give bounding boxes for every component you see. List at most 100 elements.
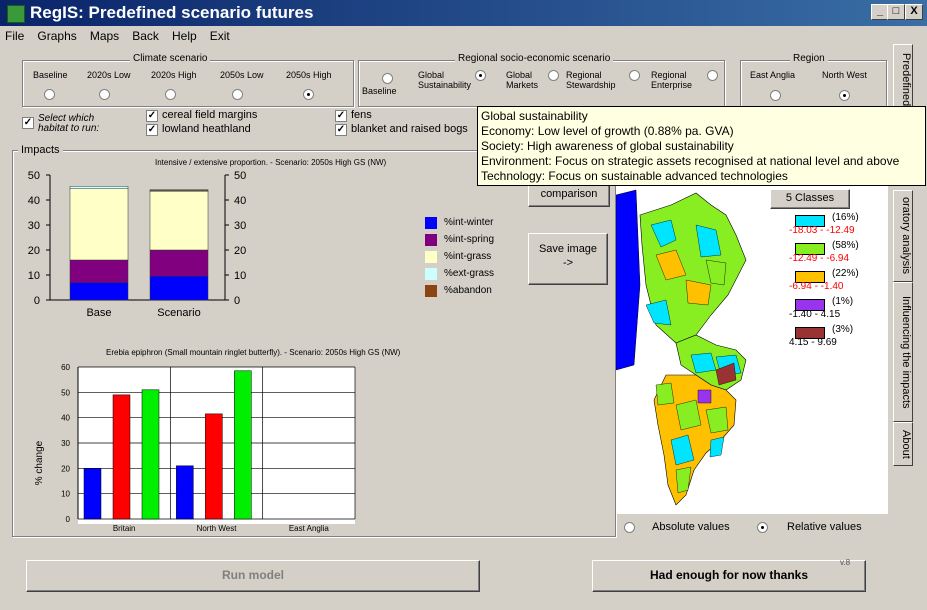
map-legend-swatch <box>795 299 825 311</box>
run-model-button[interactable]: Run model <box>26 560 480 592</box>
stacked-ytick-label-left: 40 <box>28 195 40 207</box>
stacked-chart-title: Intensive / extensive proportion. - Scen… <box>155 158 387 167</box>
stacked-ytick-label-left: 30 <box>28 220 40 232</box>
region-title: Region <box>790 53 828 64</box>
menu-maps[interactable]: Maps <box>89 29 120 43</box>
tab-exploratory-analysis[interactable]: oratory analysis <box>893 190 913 282</box>
app-icon <box>7 5 25 23</box>
region-group <box>740 60 887 107</box>
five-classes-button[interactable]: 5 Classes <box>770 189 850 209</box>
climate-2020s-low-radio[interactable] <box>99 89 110 100</box>
menu-back[interactable]: Back <box>132 29 159 43</box>
climate-2050s-low-label: 2050s Low <box>220 70 264 80</box>
menu-exit[interactable]: Exit <box>209 29 230 43</box>
fens-checkbox[interactable]: ✓ <box>335 110 347 122</box>
butterfly-ytick-label: 50 <box>61 388 70 397</box>
stacked-bar-segment <box>149 189 209 191</box>
climate-scenario-group <box>22 60 354 107</box>
climate-baseline-radio[interactable] <box>44 89 55 100</box>
socio-regional-enterprise-radio[interactable] <box>707 70 718 81</box>
tab-influencing-the-impacts[interactable]: Influencing the impacts <box>893 282 913 422</box>
stacked-bar-segment <box>69 186 129 189</box>
tab-predefined[interactable]: Predefined <box>893 44 913 116</box>
stacked-ytick-label-right: 50 <box>234 170 246 182</box>
map-legend-percent: (16%) <box>832 212 859 223</box>
impacts-group <box>12 150 616 537</box>
relative-values-radio[interactable] <box>757 522 768 533</box>
legend-label: %int-grass <box>444 251 492 262</box>
stacked-bar-segment <box>149 191 209 251</box>
butterfly-bar <box>83 468 102 520</box>
cereal-field-margins-checkbox[interactable]: ✓ <box>146 110 158 122</box>
save-image-button[interactable]: Save image -> <box>528 233 608 285</box>
climate-2050s-high-radio[interactable] <box>303 89 314 100</box>
region-east-anglia-radio[interactable] <box>770 90 781 101</box>
stacked-ytick-label-left: 10 <box>28 270 40 282</box>
butterfly-bar <box>176 465 194 520</box>
climate-2050s-high-label: 2050s High <box>286 70 332 80</box>
map-legend-percent: (22%) <box>832 268 859 279</box>
legend-label: %ext-grass <box>444 268 495 279</box>
impacts-title: Impacts <box>18 144 63 156</box>
menu-help[interactable]: Help <box>171 29 197 43</box>
had-enough-button[interactable]: Had enough for now thanks <box>592 560 866 592</box>
map-legend-range: -6.94 - -1.40 <box>789 281 844 292</box>
menu-file[interactable]: File <box>5 29 25 43</box>
socio-baseline-radio[interactable] <box>382 73 393 84</box>
map-legend-range: -12.49 - -6.94 <box>789 253 850 264</box>
window-title: RegIS: Predefined scenario futures <box>30 3 314 22</box>
stacked-bar-segment <box>149 249 209 277</box>
socio-regional-stewardship-label: Regional Stewardship <box>566 70 616 90</box>
butterfly-ytick-label: 30 <box>61 439 70 448</box>
socio-global-markets-radio[interactable] <box>548 70 559 81</box>
map-legend-percent: (58%) <box>832 240 859 251</box>
save-image-label: Save image <box>538 243 598 255</box>
blanket-bogs-checkbox[interactable]: ✓ <box>335 124 347 136</box>
map-legend-swatch <box>795 243 825 255</box>
map-legend-swatch <box>795 271 825 283</box>
butterfly-bar <box>234 370 252 520</box>
climate-2050s-low-radio[interactable] <box>232 89 243 100</box>
butterfly-category-label: Britain <box>113 524 136 533</box>
map-legend-swatch <box>795 327 825 339</box>
region-north-west-radio[interactable] <box>839 90 850 101</box>
butterfly-bar <box>112 394 131 520</box>
stacked-ytick-label-right: 20 <box>234 245 246 257</box>
stacked-ytick-label-left: 50 <box>28 170 40 182</box>
habitat-select-label: Select which habitat to run: <box>38 113 100 134</box>
habitat-select-checkbox[interactable]: ✓ <box>22 117 34 129</box>
stacked-category-label: Base <box>86 307 111 319</box>
tab-about[interactable]: About <box>893 422 913 466</box>
climate-2020s-high-label: 2020s High <box>151 70 197 80</box>
comparison-button[interactable]: comparison <box>528 183 610 207</box>
butterfly-chart-title: Erebia epiphron (Small mountain ringlet … <box>106 348 401 357</box>
stacked-bar-segment <box>149 276 209 301</box>
stacked-ytick-label-right: 30 <box>234 220 246 232</box>
region-east-anglia-label: East Anglia <box>750 70 796 80</box>
absolute-values-radio[interactable] <box>624 522 635 533</box>
legend-label: %int-spring <box>444 234 495 245</box>
lowland-heathland-checkbox[interactable]: ✓ <box>146 124 158 136</box>
climate-2020s-high-radio[interactable] <box>165 89 176 100</box>
legend-swatch <box>425 268 437 280</box>
close-button[interactable]: X <box>905 4 923 20</box>
stacked-ytick-label-right: 10 <box>234 270 246 282</box>
legend-label: %abandon <box>444 285 492 296</box>
map-legend-range: -1.40 - 4.15 <box>789 309 841 320</box>
menu-graphs[interactable]: Graphs <box>37 29 77 43</box>
legend-label: %int-winter <box>444 217 494 228</box>
maximize-button[interactable]: □ <box>887 4 905 20</box>
tooltip-line-title: Global sustainability <box>481 109 588 123</box>
stacked-category-label: Scenario <box>157 307 200 319</box>
scenario-tooltip: Global sustainability Economy: Low level… <box>477 106 926 186</box>
legend-swatch <box>425 251 437 263</box>
butterfly-ytick-label: 0 <box>66 515 71 524</box>
legend-swatch <box>425 234 437 246</box>
stacked-bar-segment <box>69 259 129 283</box>
butterfly-ytick-label: 40 <box>61 414 70 423</box>
legend-swatch <box>425 217 437 229</box>
socio-global-sustainability-radio[interactable] <box>475 70 486 81</box>
socio-regional-stewardship-radio[interactable] <box>629 70 640 81</box>
